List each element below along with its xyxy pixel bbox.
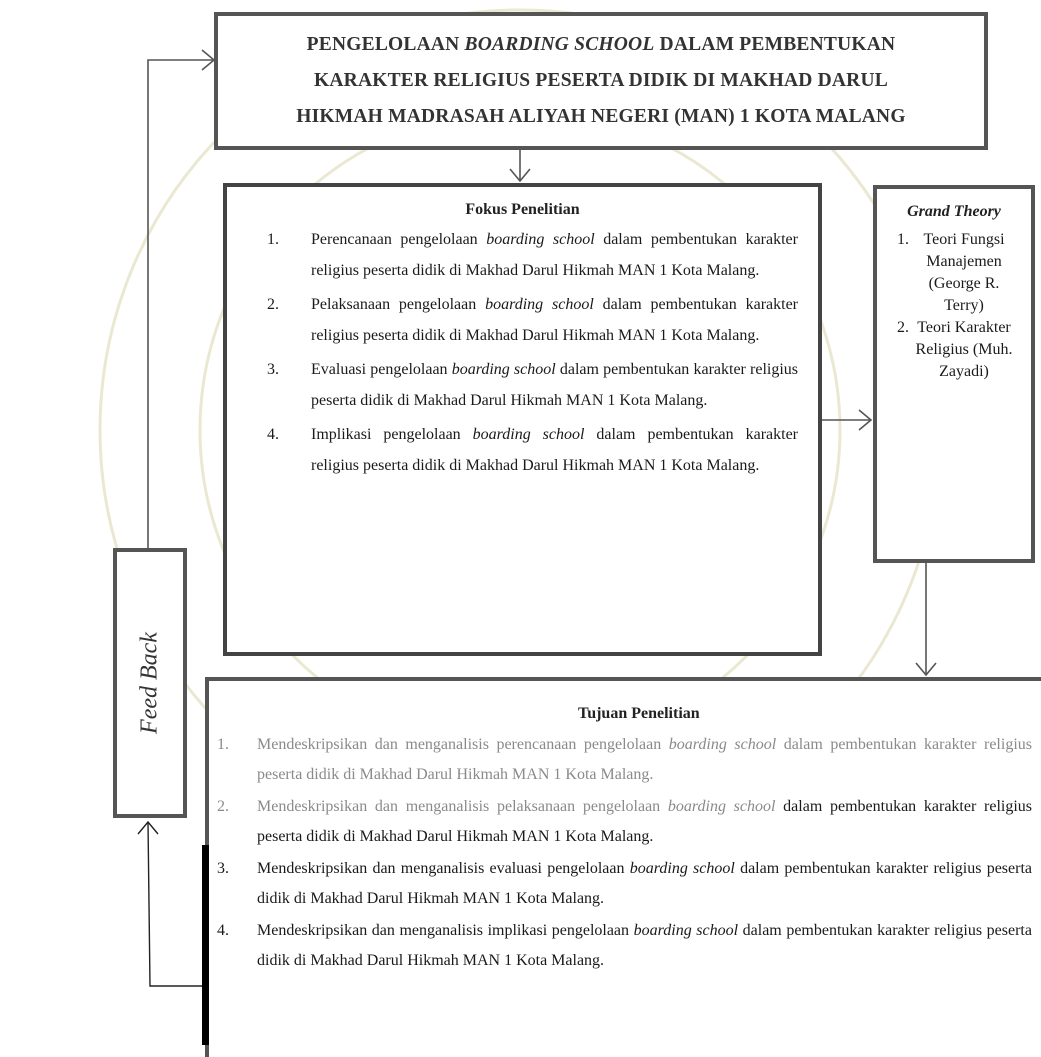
tujuan-heading: Tujuan Penelitian — [578, 705, 700, 722]
tujuan-item-italic: boarding school — [667, 798, 776, 815]
title-line1-post: DALAM PEMBENTUKAN — [654, 34, 896, 55]
grand-theory-box: Grand Theory 1. Teori Fungsi Manajemen (… — [873, 185, 1035, 563]
grand-theory-item-number: 2. — [897, 319, 909, 336]
tujuan-item-post: dalam pembentukan karakter religius pese… — [257, 736, 1032, 783]
tujuan-item: 3. Mendeskripsikan dan menganalisis eval… — [217, 854, 1032, 914]
tujuan-item-pre: Mendeskripsikan dan menganalisis perenca… — [257, 736, 669, 753]
tujuan-to-feedback-arrowhead — [137, 820, 159, 835]
tujuan-item-number: 2. — [217, 798, 229, 815]
fokus-item-number: 4. — [267, 426, 279, 443]
fokus-item: 2. Pelaksanaan pengelolaan boarding scho… — [267, 290, 798, 351]
fokus-item-text: Pelaksanaan pengelolaan boarding school … — [311, 290, 798, 351]
title-line1-italic: BOARDING SCHOOL — [464, 34, 655, 55]
theory-to-tujuan-arrowhead — [915, 662, 937, 677]
tujuan-item-number: 1. — [217, 736, 229, 753]
fokus-item-pre: Evaluasi pengelolaan — [311, 361, 452, 378]
feedback-box: Feed Back — [113, 548, 187, 818]
title-line3: HIKMAH MADRASAH ALIYAH NEGERI (MAN) 1 KO… — [296, 106, 906, 127]
fokus-list: 1. Perencanaan pengelolaan boarding scho… — [267, 225, 798, 481]
tujuan-item-number: 3. — [217, 860, 229, 877]
tujuan-item-text: Mendeskripsikan dan menganalisis perenca… — [257, 730, 1032, 790]
fokus-item-number: 3. — [267, 361, 279, 378]
tujuan-item-italic: boarding school — [633, 922, 739, 939]
tujuan-item: 1. Mendeskripsikan dan menganalisis pere… — [217, 730, 1032, 790]
fokus-item-pre: Perencanaan pengelolaan — [311, 231, 487, 248]
fokus-item-italic: boarding school — [486, 231, 595, 248]
grand-theory-item-text: Teori Fungsi Manajemen (George R. Terry) — [923, 231, 1005, 314]
title-box: PENGELOLAAN BOARDING SCHOOL DALAM PEMBEN… — [214, 12, 988, 150]
tujuan-item-pre: Mendeskripsikan dan menganalisis evaluas… — [257, 860, 630, 877]
tujuan-item: 2. Mendeskripsikan dan menganalisis pela… — [217, 792, 1032, 852]
fokus-item-text: Implikasi pengelolaan boarding school da… — [311, 420, 798, 481]
title-to-fokus-arrowhead — [509, 168, 531, 183]
tujuan-item-text: Mendeskripsikan dan menganalisis pelaksa… — [257, 792, 1032, 852]
tujuan-item-text: Mendeskripsikan dan menganalisis evaluas… — [257, 854, 1032, 914]
tujuan-list: 1. Mendeskripsikan dan menganalisis pere… — [217, 730, 1032, 978]
fokus-to-theory-arrowhead — [858, 409, 873, 431]
fokus-item-number: 2. — [267, 296, 279, 313]
fokus-item-pre: Pelaksanaan pengelolaan — [311, 296, 486, 313]
grand-theory-item: 1. Teori Fungsi Manajemen (George R. Ter… — [897, 229, 1031, 317]
fokus-item-italic: boarding school — [472, 426, 585, 443]
feedback-to-title-line — [147, 59, 214, 548]
fokus-item-italic: boarding school — [451, 361, 556, 378]
tujuan-penelitian-box — [205, 677, 1041, 1057]
fokus-item-italic: boarding school — [485, 296, 594, 313]
tujuan-item-post: dalam pembentukan karakter religius pese… — [257, 798, 1033, 845]
tujuan-item-post: dalam pembentukan karakter religius pese… — [257, 922, 1032, 969]
fokus-item-post: dalam pembentukan karakter religius pese… — [311, 231, 798, 279]
grand-theory-list: 1. Teori Fungsi Manajemen (George R. Ter… — [877, 229, 1031, 383]
tujuan-item-number: 4. — [217, 922, 229, 939]
feedback-label: Feed Back — [136, 632, 163, 734]
tujuan-item-italic: boarding school — [668, 736, 777, 753]
fokus-item-pre: Implikasi pengelolaan — [311, 426, 473, 443]
grand-theory-item: 2. Teori Karakter Religius (Muh. Zayadi) — [897, 317, 1031, 383]
tujuan-item: 4. Mendeskripsikan dan menganalisis impl… — [217, 916, 1032, 976]
grand-theory-heading: Grand Theory — [907, 203, 1001, 220]
tujuan-item-pre: Mendeskripsikan dan menganalisis implika… — [257, 922, 634, 939]
title-line1-pre: PENGELOLAAN — [306, 34, 465, 55]
grand-theory-item-number: 1. — [897, 231, 909, 248]
fokus-heading: Fokus Penelitian — [465, 201, 580, 218]
title-line2: KARAKTER RELIGIUS PESERTA DIDIK DI MAKHA… — [314, 70, 888, 91]
fokus-item: 1. Perencanaan pengelolaan boarding scho… — [267, 225, 798, 286]
fokus-penelitian-box: Fokus Penelitian 1. Perencanaan pengelol… — [223, 183, 822, 656]
research-title: PENGELOLAAN BOARDING SCHOOL DALAM PEMBEN… — [290, 27, 911, 135]
tujuan-item-post: dalam pembentukan karakter religius pese… — [257, 860, 1032, 907]
tujuan-item-italic: boarding school — [629, 860, 735, 877]
tujuan-item-pre: Mendeskripsikan dan menganalisis pelaksa… — [257, 798, 668, 815]
fokus-item: 4. Implikasi pengelolaan boarding school… — [267, 420, 798, 481]
fokus-item-post: dalam pembentukan karakter religius pese… — [311, 296, 798, 344]
tujuan-left-bar — [202, 845, 209, 1045]
tujuan-to-feedback-line — [147, 821, 214, 987]
fokus-item-post: dalam pembentukan karakter religius pese… — [311, 361, 799, 409]
tujuan-item-text: Mendeskripsikan dan menganalisis implika… — [257, 916, 1032, 976]
fokus-item-number: 1. — [267, 231, 279, 248]
fokus-item: 3. Evaluasi pengelolaan boarding school … — [267, 355, 798, 416]
fokus-item-post: dalam pembentukan karakter religius pese… — [311, 426, 799, 474]
grand-theory-item-text: Teori Karakter Religius (Muh. Zayadi) — [915, 319, 1013, 380]
fokus-item-text: Perencanaan pengelolaan boarding school … — [311, 225, 798, 286]
fokus-item-text: Evaluasi pengelolaan boarding school dal… — [311, 355, 798, 416]
